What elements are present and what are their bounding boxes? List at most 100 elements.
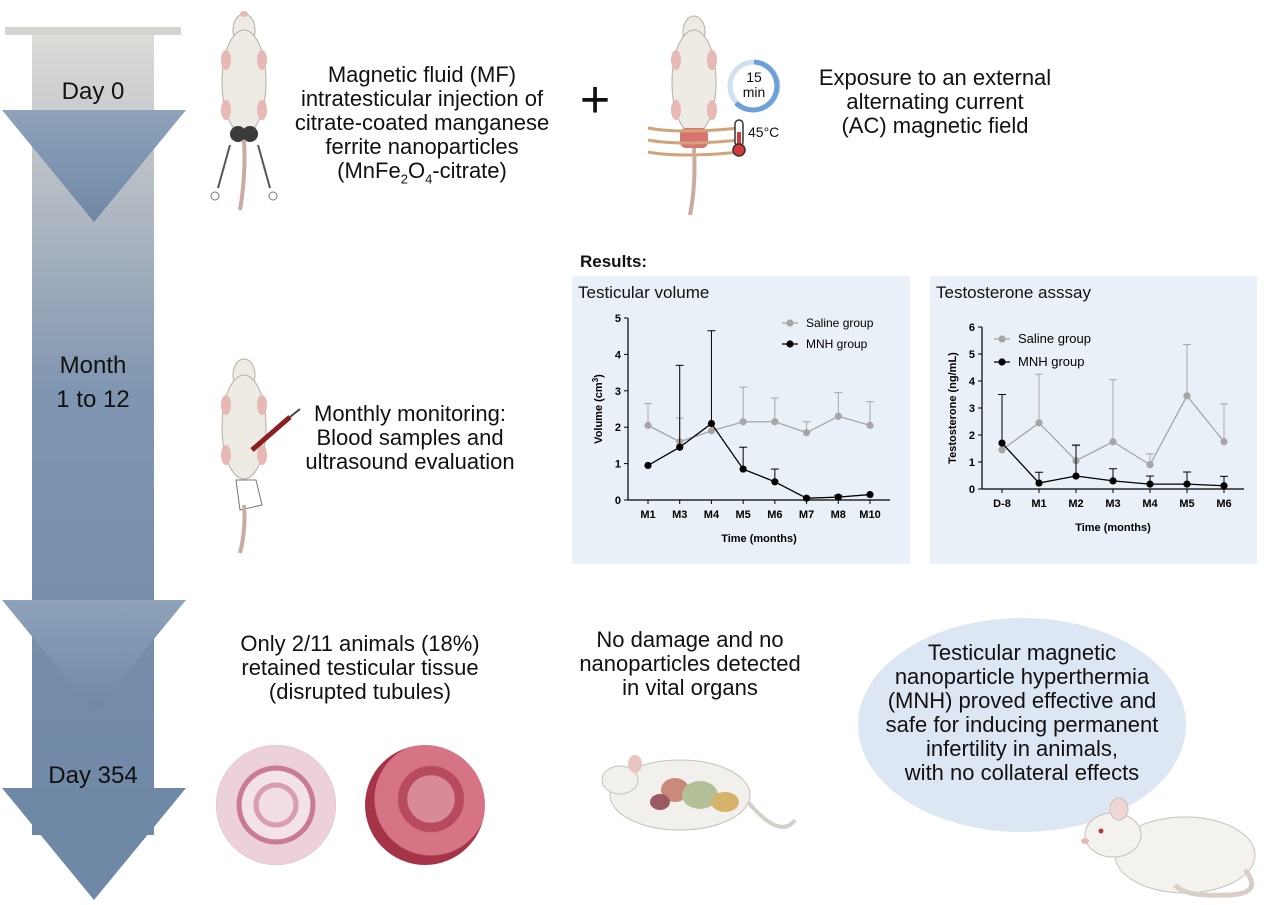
x-tick-label: M4: [1142, 498, 1158, 510]
x-tick-label: M5: [1179, 498, 1194, 510]
timeline-day354: Day 354: [48, 762, 138, 789]
legend-marker: [786, 340, 794, 348]
y-axis-label: Testosterone (ng/mL): [947, 352, 959, 464]
timeline-arrow: [2, 27, 186, 900]
monitoring-description: Monthly monitoring: Blood samples and ul…: [285, 402, 535, 474]
data-point: [1183, 480, 1191, 488]
step1-formula: (MnFe2O4-citrate): [337, 158, 507, 187]
data-point: [644, 461, 652, 470]
y-tick-label: 4: [615, 349, 622, 361]
thermometer-icon: [732, 119, 746, 157]
x-tick-label: M8: [831, 509, 846, 521]
data-point: [834, 412, 842, 420]
y-axis-label: Volume (cm3): [591, 374, 605, 444]
data-point: [1072, 472, 1080, 480]
rat-blood-sample-illustration: [221, 358, 301, 554]
histology-line2: retained testicular tissue: [241, 655, 479, 680]
x-tick-label: M4: [704, 509, 720, 521]
data-point: [998, 446, 1006, 454]
conclusion-text: Testicular magnetic nanoparticle hyperth…: [868, 641, 1176, 785]
y-tick-label: 2: [615, 422, 621, 434]
data-point: [707, 419, 716, 428]
legend-marker: [998, 335, 1006, 343]
y-tick-label: 2: [969, 430, 975, 442]
histology-description: Only 2/11 animals (18%) retained testicu…: [210, 632, 510, 704]
step1-line2: intratesticular injection of: [300, 86, 544, 111]
x-tick-label: M1: [640, 509, 655, 521]
step2-line2: alternating current: [846, 89, 1024, 114]
testosterone-chart-panel: [930, 276, 1257, 564]
conclusion-line6: with no collateral effects: [904, 760, 1140, 785]
rat-injection-illustration: [210, 11, 278, 211]
timer-value: 15: [746, 69, 762, 85]
step1-description: Magnetic fluid (MF) intratesticular inje…: [262, 63, 582, 191]
step1-line3: citrate-coated manganese: [294, 110, 550, 135]
plus-sign: +: [579, 71, 611, 129]
organs-description: No damage and no nanoparticles detected …: [540, 628, 840, 700]
x-tick-label: M3: [672, 509, 687, 521]
data-point: [771, 478, 779, 486]
organs-line2: nanoparticles detected: [579, 651, 801, 676]
step1-line4: ferrite nanoparticles: [325, 134, 519, 159]
timeline-day0: Day 0: [61, 78, 125, 105]
data-point: [1109, 477, 1117, 485]
conclusion-line2: nanoparticle hyperthermia: [894, 664, 1150, 689]
step2-line1: Exposure to an external: [818, 65, 1052, 90]
conclusion-line3: (MNH) proved effective and: [887, 688, 1157, 713]
legend-label: Saline group: [806, 316, 874, 330]
data-point: [866, 490, 874, 499]
step2-line3: (AC) magnetic field: [841, 113, 1029, 138]
volume-chart-title: Testicular volume: [578, 283, 710, 302]
testosterone-chart-title: Testosterone asssay: [936, 283, 1091, 302]
data-point: [1109, 438, 1117, 446]
x-tick-label: M6: [1216, 498, 1231, 510]
legend-label: MNH group: [1018, 354, 1084, 369]
y-tick-label: 5: [615, 313, 621, 325]
data-point: [1035, 419, 1043, 427]
data-point: [802, 429, 811, 437]
step1-line1: Magnetic fluid (MF): [327, 62, 517, 87]
timeline-month: Month: [59, 352, 127, 379]
conclusion-line5: infertility in animals,: [926, 736, 1118, 761]
y-tick-label: 4: [969, 376, 976, 388]
histology-image-2: [365, 745, 485, 865]
data-point: [802, 494, 811, 502]
y-tick-label: 5: [969, 349, 975, 361]
data-point: [998, 439, 1006, 447]
legend-label: MNH group: [806, 337, 868, 351]
data-point: [834, 493, 842, 501]
data-point: [1183, 392, 1191, 400]
x-tick-label: M10: [859, 509, 880, 521]
x-axis-label: Time (months): [721, 533, 797, 545]
y-tick-label: 6: [969, 322, 975, 334]
series-line: [647, 415, 871, 443]
conclusion-line1: Testicular magnetic: [927, 640, 1117, 665]
x-axis-label: Time (months): [1075, 522, 1151, 534]
data-point: [1220, 438, 1228, 446]
step2-description: Exposure to an external alternating curr…: [790, 66, 1080, 138]
temperature-label: 45°C: [748, 124, 780, 140]
histology-line3: (disrupted tubules): [268, 679, 452, 704]
results-label: Results:: [580, 252, 648, 271]
rat-magnetic-field-illustration: [647, 15, 740, 216]
x-tick-label: M2: [1068, 498, 1083, 510]
y-tick-label: 0: [969, 484, 975, 496]
x-tick-label: M5: [736, 509, 751, 521]
conclusion-bubble: [858, 618, 1186, 832]
y-tick-label: 0: [615, 495, 621, 507]
data-point: [739, 418, 747, 426]
conclusion-line4: safe for inducing permanent: [885, 712, 1159, 737]
histology-line1: Only 2/11 animals (18%): [240, 631, 480, 656]
data-point: [1146, 461, 1154, 469]
timer-icon: [727, 59, 781, 113]
rat-organs-illustration: [601, 755, 797, 831]
data-point: [707, 427, 716, 435]
x-tick-label: D-8: [993, 498, 1011, 510]
x-tick-label: M1: [1031, 498, 1046, 510]
timer-unit: min: [742, 84, 766, 100]
monitoring-line1: Monthly monitoring:: [314, 401, 506, 426]
y-tick-label: 1: [615, 459, 621, 471]
data-point: [1035, 479, 1043, 487]
